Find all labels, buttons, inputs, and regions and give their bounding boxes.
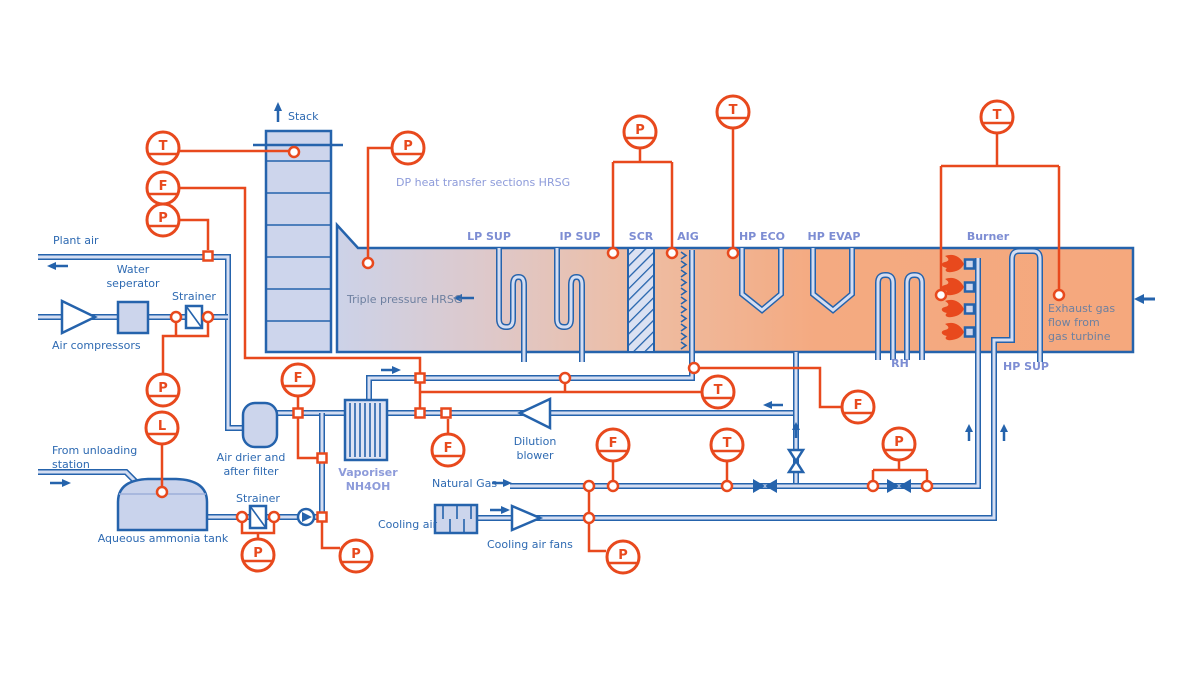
section-label-hp-sup: HP SUP	[1002, 360, 1049, 373]
svg-text:T: T	[723, 436, 732, 451]
pressure-indicator-plant-air: P	[145, 202, 181, 238]
flow-indicator-natural-gas: F	[595, 427, 631, 463]
svg-text:P: P	[894, 435, 904, 450]
stack-segment-lines	[266, 160, 331, 322]
water-separator-label: Water seperator	[106, 263, 160, 290]
flow-indicator-dilution: F	[430, 432, 466, 468]
temperature-indicator-dilution: T	[700, 374, 736, 410]
pressure-indicator-strainer1: P	[145, 372, 181, 408]
aqueous-ammonia-tank	[116, 477, 209, 532]
svg-text:P: P	[158, 211, 168, 226]
stack-label: Stack	[288, 110, 319, 123]
air-drier-vessel	[241, 401, 279, 449]
scr-catalyst-block	[627, 247, 655, 353]
temperature-indicator-hpeco: T	[715, 94, 751, 130]
dp-sections-label: DP heat transfer sections HRSG	[396, 176, 571, 189]
flow-indicator-left: F	[145, 170, 181, 206]
svg-text:F: F	[444, 441, 453, 456]
natural-gas-label: Natural Gas	[432, 477, 498, 490]
ng-valve-2	[887, 479, 911, 493]
instrument-taps	[155, 145, 1066, 525]
strainer-bottom-label: Strainer	[236, 492, 280, 505]
svg-text:T: T	[729, 103, 738, 118]
cooling-air-right-arrow	[490, 506, 510, 514]
vent-up-arrow	[792, 422, 800, 438]
flow-arrows	[47, 102, 1155, 514]
svg-text:P: P	[403, 139, 413, 154]
pressure-indicator-pump: P	[338, 538, 374, 574]
section-label-scr: SCR	[628, 230, 654, 243]
section-label-ip-sup: IP SUP	[559, 230, 601, 243]
svg-text:T: T	[714, 383, 723, 398]
section-label-burner: Burner	[966, 230, 1010, 243]
aqueous-tank-label: Aqueous ammonia tank	[97, 532, 229, 545]
pressure-indicator-strainer2: P	[240, 537, 276, 573]
dilution-left-arrow	[763, 401, 783, 409]
unloading-right-arrow	[50, 479, 71, 487]
air-compressors-label: Air compressors	[52, 339, 141, 352]
pressure-indicator-scr: P	[622, 114, 658, 150]
hrsg-duct	[335, 221, 1135, 354]
stack-up-arrow	[274, 102, 282, 122]
svg-text:T: T	[159, 139, 168, 154]
cooling-air-fan	[510, 504, 544, 532]
flow-indicator-aig: F	[840, 389, 876, 425]
stack-column	[264, 129, 333, 354]
svg-text:F: F	[159, 179, 168, 194]
natural-gas-right-arrow	[492, 479, 512, 487]
vaporiser-vessel	[343, 398, 389, 462]
pressure-indicator-natural-gas: P	[605, 539, 641, 575]
water-separator-vessel	[116, 300, 150, 335]
svg-text:P: P	[635, 123, 645, 138]
strainer-top-label: Strainer	[172, 290, 216, 303]
svg-text:L: L	[158, 419, 166, 434]
temperature-indicator-stack: T	[145, 130, 181, 166]
air-compressor	[60, 299, 98, 335]
triple-pressure-label: Triple pressure HRSG	[347, 293, 463, 306]
vent-valve	[786, 448, 806, 474]
svg-text:P: P	[158, 381, 168, 396]
section-label-aig: AIG	[677, 230, 699, 243]
cooling-riser-up-arrow	[1000, 424, 1008, 441]
svg-text:F: F	[609, 436, 618, 451]
strainer-top-symbol	[184, 304, 204, 330]
svg-text:P: P	[618, 548, 628, 563]
section-label-hp-eco: HP ECO	[738, 230, 786, 243]
air-drier-label: Air drier and after filter	[216, 451, 286, 478]
temperature-indicator-burner: T	[979, 99, 1015, 135]
ammonia-pump	[296, 507, 316, 527]
svg-text:F: F	[854, 398, 863, 413]
exhaust-inlet-left-arrow	[1134, 294, 1155, 304]
svg-text:F: F	[294, 371, 303, 386]
vaporiser-outlet-right-arrow	[381, 366, 401, 374]
ng-valve-1	[753, 479, 777, 493]
section-label-lp-sup: LP SUP	[467, 230, 511, 243]
section-label-rh: RH	[891, 357, 909, 370]
vaporiser-label: Vaporiser NH4OH	[338, 466, 398, 493]
pressure-indicator-hrsg: P	[390, 130, 426, 166]
plant-air-left-arrow	[47, 262, 68, 270]
temperature-indicator-natural-gas: T	[709, 427, 745, 463]
svg-text:P: P	[253, 546, 263, 561]
pressure-indicator-ng-valve: P	[881, 426, 917, 462]
strainer-bottom-symbol	[248, 504, 268, 530]
dilution-blower-label: Dilution blower	[513, 435, 557, 462]
flow-indicator-vaporiser: F	[280, 362, 316, 398]
cooling-air-louver	[433, 503, 479, 535]
exhaust-gas-label: Exhaust gas flow from gas turbine	[1048, 302, 1116, 343]
dilution-blower-fan	[517, 397, 552, 431]
cooling-air-label: Cooling air	[378, 518, 438, 531]
svg-text:P: P	[351, 547, 361, 562]
cooling-air-fans-label: Cooling air fans	[487, 538, 573, 551]
level-indicator-tank: L	[144, 410, 180, 446]
section-label-hp-evap: HP EVAP	[807, 230, 861, 243]
from-unloading-label: From unloading station	[52, 444, 138, 471]
duct-flow-left-arrow	[453, 294, 474, 302]
plant-air-label: Plant air	[53, 234, 99, 247]
burner-nozzles	[963, 258, 976, 338]
ng-riser-up-arrow	[965, 424, 973, 441]
svg-text:T: T	[993, 108, 1002, 123]
